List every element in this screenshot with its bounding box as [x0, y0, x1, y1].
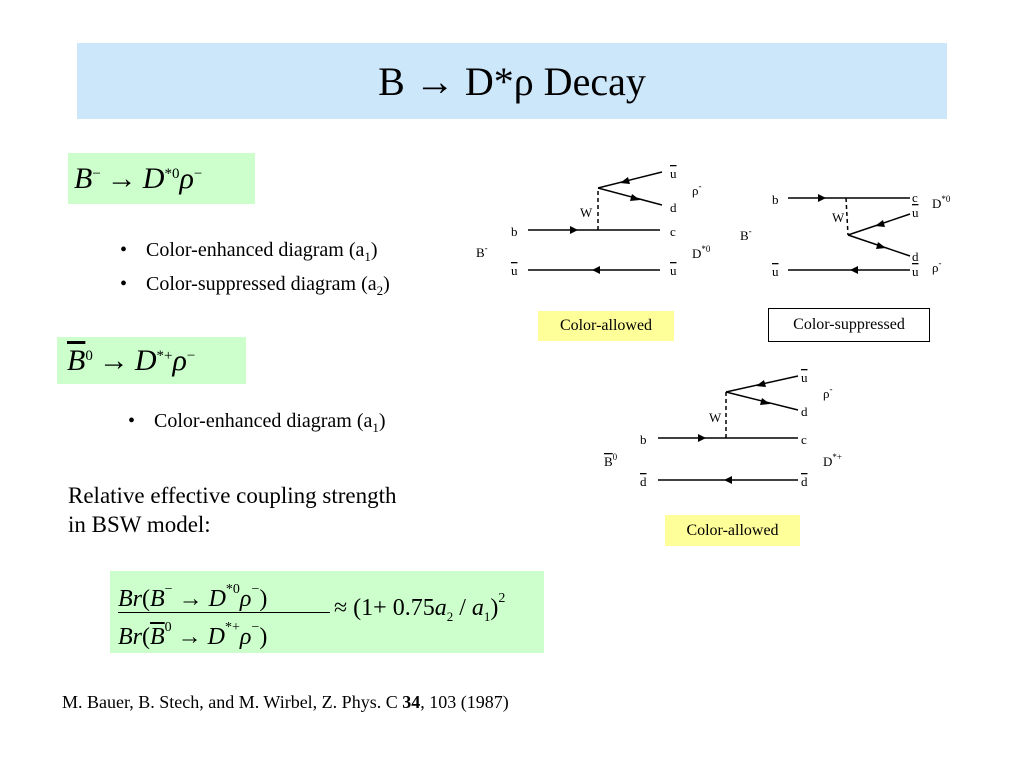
- label-ubar-mid: u: [912, 205, 919, 220]
- feynman-diagram-color-allowed-b-zero: b d B0 c d u d W ρ- D*+: [604, 370, 842, 489]
- eq1-rho-sup: −: [193, 166, 203, 182]
- bullet-item: Color-suppressed diagram (a2): [116, 271, 390, 305]
- bullet-list-2: Color-enhanced diagram (a1): [124, 408, 386, 442]
- eq2-b: B: [67, 343, 86, 377]
- slide-title: B → D*ρ Decay: [378, 58, 646, 104]
- eq1-d-sup: *0: [164, 166, 180, 182]
- relative-coupling-text: Relative effective coupling strength in …: [68, 481, 488, 539]
- fraction-line: [118, 612, 330, 613]
- label-b: b: [511, 224, 518, 239]
- label-c: c: [912, 190, 918, 205]
- label-meson: B-: [476, 243, 488, 260]
- eq1-arrow: →: [106, 161, 137, 195]
- color-suppressed-tag: Color-suppressed: [768, 308, 930, 342]
- label-dbar-right: d: [801, 474, 808, 489]
- label-c: c: [801, 432, 807, 447]
- label-b: b: [640, 432, 647, 447]
- feynman-diagram-color-suppressed: b u B- c u d u W D*0 ρ-: [740, 190, 951, 279]
- bullet-list-1: Color-enhanced diagram (a1) Color-suppre…: [116, 237, 390, 305]
- ratio-formula: Br(B− → D*0ρ−) Br(B0 → D*+ρ−) ≈ (1+ 0.75…: [110, 571, 544, 653]
- bullet-item: Color-enhanced diagram (a1): [124, 408, 386, 442]
- eq1-b: B: [74, 161, 93, 195]
- label-d: d: [801, 404, 808, 419]
- eq2-d-sup: *+: [156, 348, 173, 364]
- label-d: d: [912, 249, 919, 264]
- label-rho: ρ-: [932, 258, 942, 275]
- label-w: W: [580, 205, 593, 220]
- label-dbar: d: [640, 474, 647, 489]
- label-b: b: [772, 192, 779, 207]
- eq2-rho-sup: −: [186, 348, 196, 364]
- formula-rhs: ≈ (1+ 0.75a2 / a1)2: [334, 591, 506, 624]
- label-dstar: D*0: [692, 244, 711, 261]
- label-w: W: [832, 210, 845, 225]
- label-meson: B0: [604, 452, 618, 469]
- denominator: Br(B0 → D*+ρ−): [118, 620, 268, 650]
- label-dstar: D*+: [823, 452, 842, 469]
- equation-b-minus: B− → D*0 ρ−: [68, 153, 255, 204]
- label-d: d: [670, 200, 677, 215]
- bullet-item: Color-enhanced diagram (a1): [116, 237, 390, 271]
- color-allowed-tag-2: Color-allowed: [665, 515, 800, 546]
- label-meson: B-: [740, 226, 752, 243]
- label-ubar-bottom: u: [912, 264, 919, 279]
- label-ubar: u: [511, 263, 518, 278]
- label-w: W: [709, 410, 722, 425]
- label-rho: ρ-: [823, 384, 833, 401]
- color-allowed-tag-1: Color-allowed: [538, 311, 674, 341]
- label-ubar-right: u: [670, 263, 677, 278]
- label-dstar: D*0: [932, 194, 951, 211]
- relative-text-line1: Relative effective coupling strength: [68, 483, 397, 508]
- relative-text-line2: in BSW model:: [68, 512, 211, 537]
- numerator: Br(B− → D*0ρ−): [118, 582, 268, 612]
- eq1-b-sup: −: [92, 166, 101, 182]
- label-ubar-top: u: [670, 166, 677, 181]
- feynman-diagram-color-allowed-b-minus: b u B- c u u d W ρ- D*0: [476, 166, 711, 278]
- eq2-d: D: [134, 343, 157, 377]
- eq1-d: D: [142, 161, 165, 195]
- eq2-b-sup: 0: [85, 348, 93, 364]
- label-ubar: u: [772, 264, 779, 279]
- eq2-arrow: →: [98, 343, 129, 377]
- reference: M. Bauer, B. Stech, and M. Wirbel, Z. Ph…: [62, 692, 509, 712]
- label-c: c: [670, 224, 676, 239]
- fraction: Br(B− → D*0ρ−) Br(B0 → D*+ρ−): [118, 577, 330, 650]
- label-ubar-top: u: [801, 370, 808, 385]
- title-bar: B → D*ρ Decay: [77, 43, 947, 119]
- eq2-rho: ρ: [172, 343, 187, 377]
- eq1-rho: ρ: [179, 161, 194, 195]
- label-rho: ρ-: [692, 181, 702, 198]
